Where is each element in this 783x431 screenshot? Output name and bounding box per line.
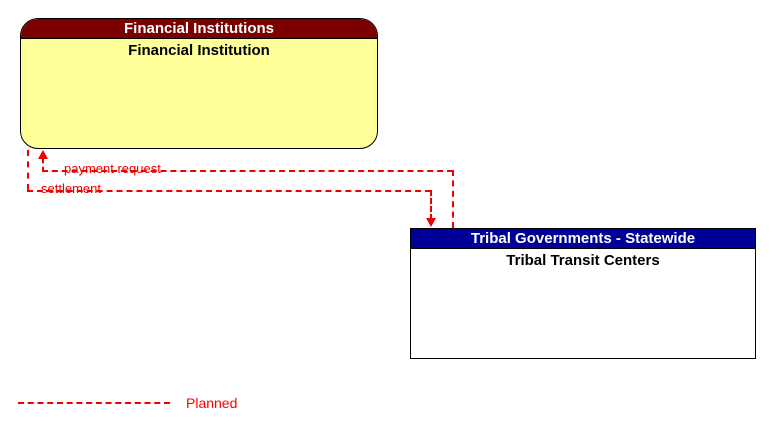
- flow-settlement-drop: [430, 190, 432, 220]
- legend-label-planned: Planned: [186, 395, 238, 411]
- flow-payment-request-horizontal: [42, 170, 453, 172]
- flow-payment-request-riser: [42, 158, 44, 172]
- flow-settlement-riser: [27, 150, 29, 190]
- flow-settlement-arrowhead-down: [426, 218, 436, 227]
- entity-header-tribal-governments-statewide: Tribal Governments - Statewide: [411, 229, 755, 249]
- flow-label-payment-request: payment request: [64, 161, 161, 176]
- legend-dash-sample-planned: [18, 402, 170, 404]
- entity-header-financial-institutions: Financial Institutions: [21, 19, 377, 39]
- flow-payment-request-drop: [452, 170, 454, 228]
- entity-name-tribal-transit-centers: Tribal Transit Centers: [411, 249, 755, 269]
- entity-box-financial-institution[interactable]: Financial Institutions Financial Institu…: [20, 18, 378, 149]
- flow-settlement-horizontal: [27, 190, 431, 192]
- entity-box-tribal-transit-centers[interactable]: Tribal Governments - Statewide Tribal Tr…: [410, 228, 756, 359]
- flow-payment-request-arrowhead-up: [38, 150, 48, 159]
- flow-label-settlement: settlement: [41, 181, 101, 196]
- entity-name-financial-institution: Financial Institution: [21, 39, 377, 59]
